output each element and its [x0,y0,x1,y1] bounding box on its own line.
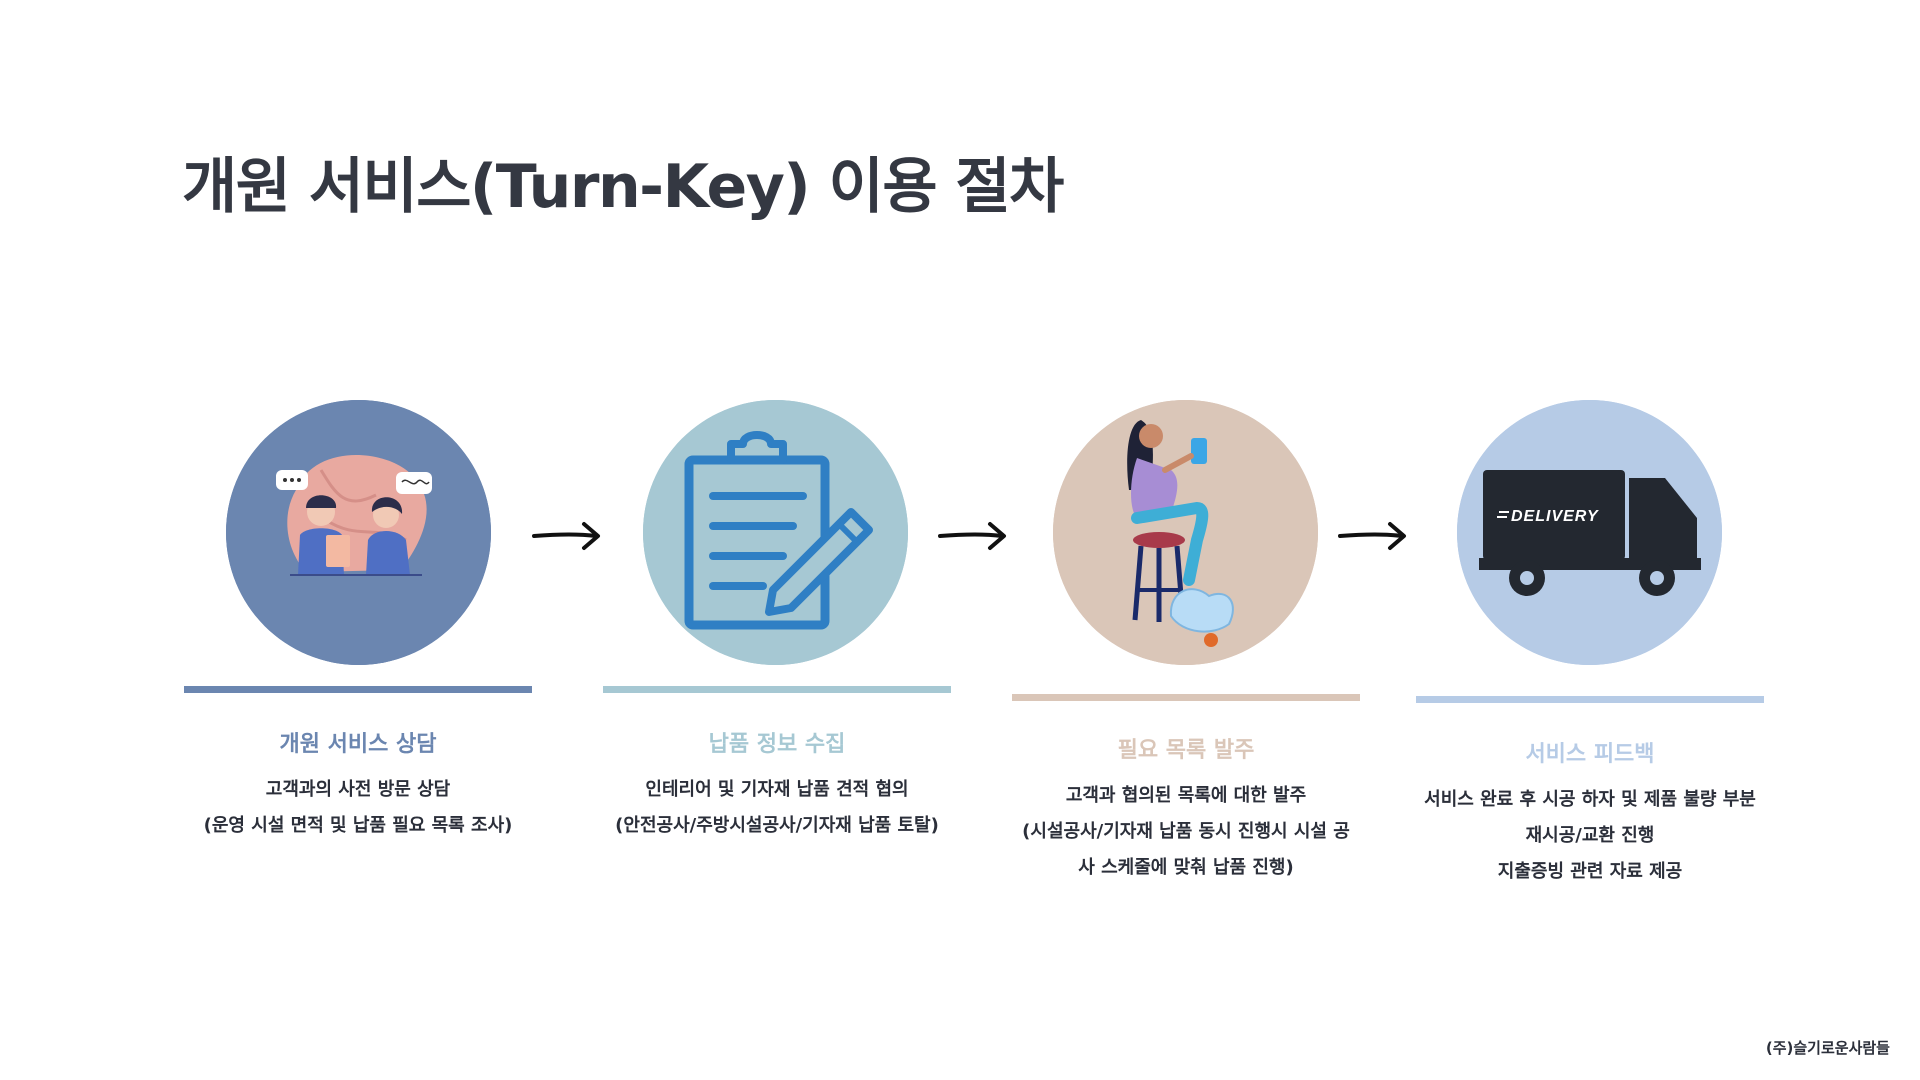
step-bar [1012,694,1360,701]
description-line: 재시공/교환 진행 [1525,825,1655,846]
description-line: 고객과의 사전 방문 상담 [265,779,451,800]
woman-on-phone-illustration-icon [1053,400,1318,665]
step-description: 서비스 완료 후 시공 하자 및 제품 불량 부분 재시공/교환 진행 지출증빙… [1390,782,1790,890]
description-line: (운영 시설 면적 및 납품 필요 목록 조사) [203,815,513,836]
arrow-right-icon [938,522,1006,550]
step-title: 필요 목록 발주 [1117,738,1255,763]
description-line: (안전공사/주방시설공사/기자재 납품 토탈) [615,815,939,836]
description-line: (시설공사/기자재 납품 동시 진행시 시설 공 [1022,821,1350,842]
step-description: 고객과 협의된 목록에 대한 발주 (시설공사/기자재 납품 동시 진행시 시설… [986,778,1386,886]
step-bar [603,686,951,693]
company-name: (주)슬기로운사람들 [1765,1039,1890,1057]
description-line: 서비스 완료 후 시공 하자 및 제품 불량 부분 [1424,789,1756,810]
description-line: 사 스케줄에 맞춰 납품 진행) [1078,857,1294,878]
description-line: 인테리어 및 기자재 납품 견적 협의 [645,779,909,800]
step-title: 납품 정보 수집 [708,732,846,757]
arrow-right-icon [1338,522,1406,550]
step-bar [1416,696,1764,703]
clipboard-circle [643,400,908,665]
clipboard-pencil-icon [684,431,873,630]
step-description: 인테리어 및 기자재 납품 견적 협의 (안전공사/주방시설공사/기자재 납품 … [577,772,977,844]
arrow-right-icon [532,522,600,550]
page-title: 개원 서비스(Turn-Key) 이용 절차 [182,152,1064,222]
step-bar [184,686,532,693]
delivery-circle: DELIVERY [1457,400,1722,665]
consultation-illustration-icon [226,400,491,665]
description-line: 지출증빙 관련 자료 제공 [1497,861,1683,882]
step-title: 서비스 피드백 [1525,742,1655,767]
step-title: 개원 서비스 상담 [279,732,437,757]
step-description: 고객과의 사전 방문 상담 (운영 시설 면적 및 납품 필요 목록 조사) [158,772,558,844]
delivery-truck-icon: DELIVERY [1479,470,1701,596]
description-line: 고객과 협의된 목록에 대한 발주 [1065,785,1307,806]
truck-label: DELIVERY [1511,508,1599,525]
